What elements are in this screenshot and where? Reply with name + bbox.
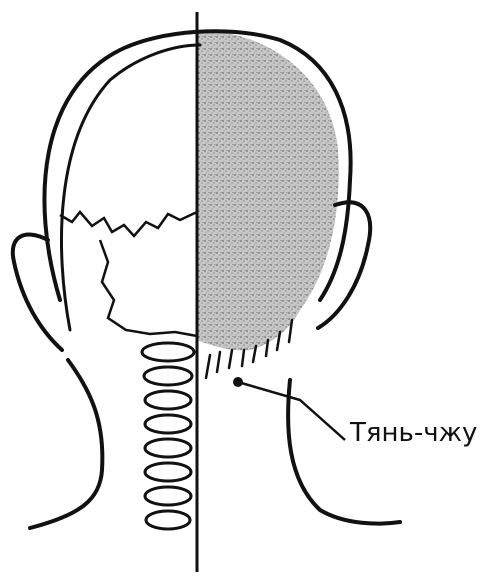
- skull-suture-lower: [100, 240, 197, 336]
- left-ear: [13, 235, 62, 350]
- shaded-hair-area: [197, 30, 339, 350]
- acupoint-label: Тянь-чжу: [350, 420, 477, 446]
- neck-left-contour: [30, 360, 102, 528]
- skull-inner-rim: [61, 45, 200, 330]
- cervical-spine: [142, 343, 194, 529]
- neck-right-contour: [288, 380, 400, 524]
- skull-suture: [60, 212, 197, 236]
- callout-leader-line: [238, 382, 345, 440]
